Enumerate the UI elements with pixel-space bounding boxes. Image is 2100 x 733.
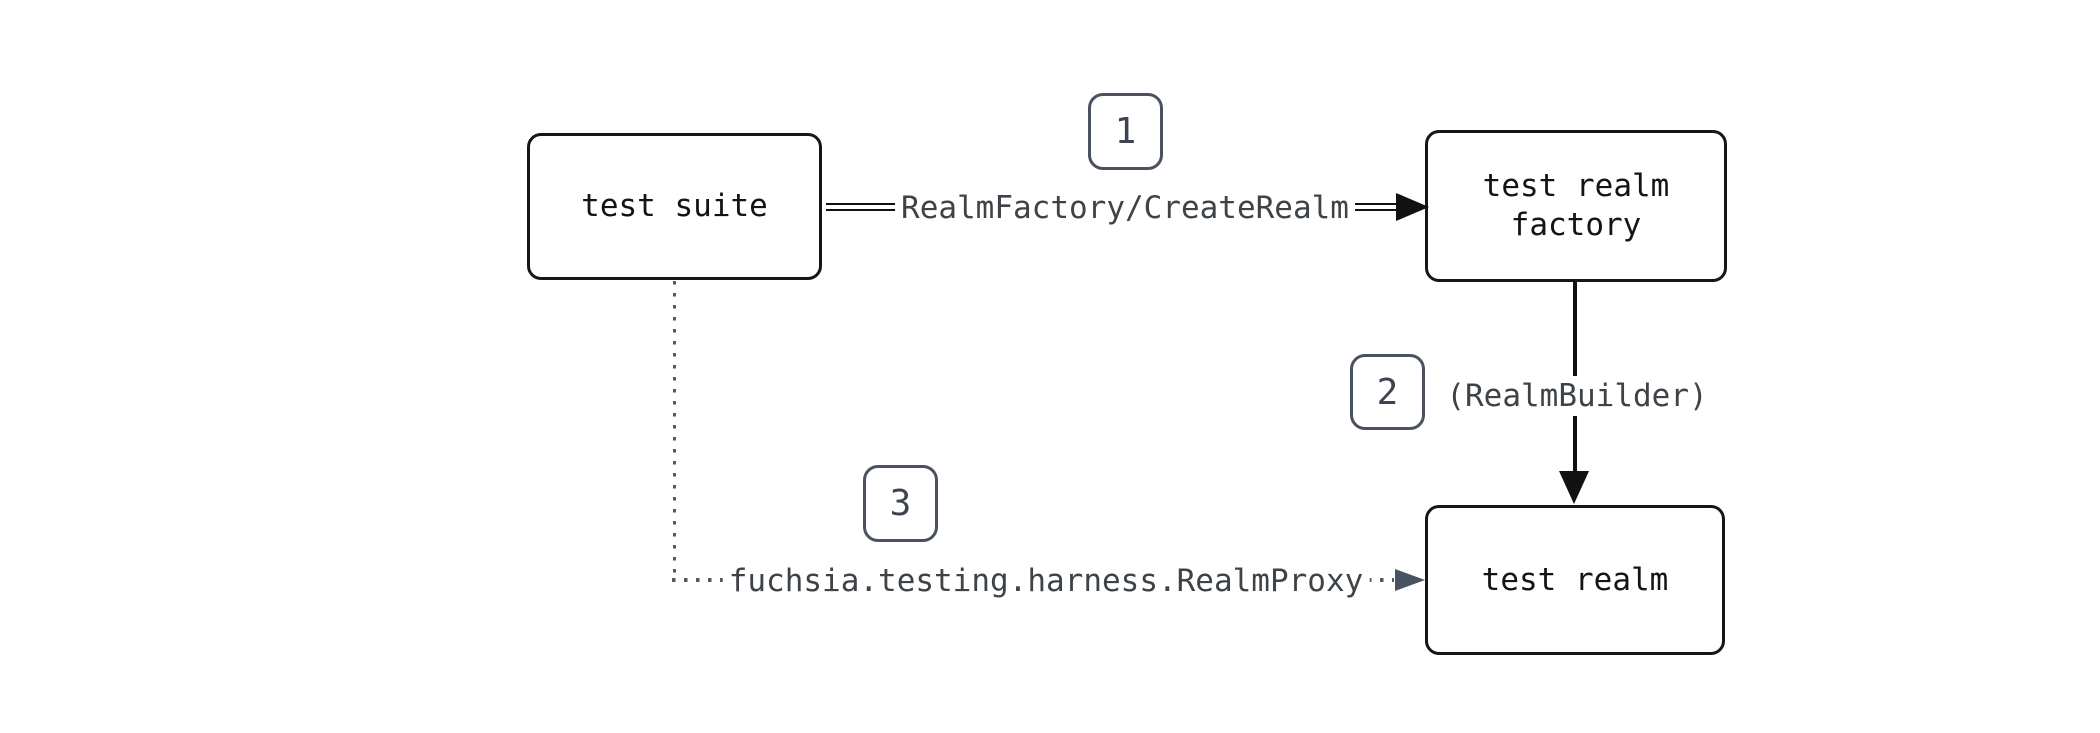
edge1-step-badge: 1 — [1088, 93, 1163, 170]
node-test-suite-label: test suite — [581, 188, 768, 224]
edge2-step-badge: 2 — [1350, 354, 1425, 430]
node-test-realm-factory-label: test realm factory — [1482, 168, 1670, 243]
edge1-step-number: 1 — [1114, 111, 1137, 152]
edge2-step-number: 2 — [1376, 371, 1399, 413]
edge3-step-number: 3 — [889, 483, 912, 524]
node-test-realm-label: test realm — [1481, 561, 1669, 598]
edge2-arrowhead-icon — [1559, 471, 1589, 504]
edge3-label: fuchsia.testing.harness.RealmProxy — [722, 561, 1370, 601]
edge3-arrowhead-icon — [1395, 568, 1425, 591]
edge2-label: (RealmBuilder) — [1440, 376, 1714, 416]
edge3-step-badge: 3 — [863, 465, 938, 542]
node-test-realm: test realm — [1425, 505, 1725, 655]
node-test-suite: test suite — [527, 133, 822, 280]
edge3-vertical-line — [672, 281, 676, 580]
edge1-arrowhead-icon — [1396, 193, 1429, 221]
edge1-label: RealmFactory/CreateRealm — [895, 188, 1355, 228]
node-test-realm-factory: test realm factory — [1425, 130, 1727, 282]
